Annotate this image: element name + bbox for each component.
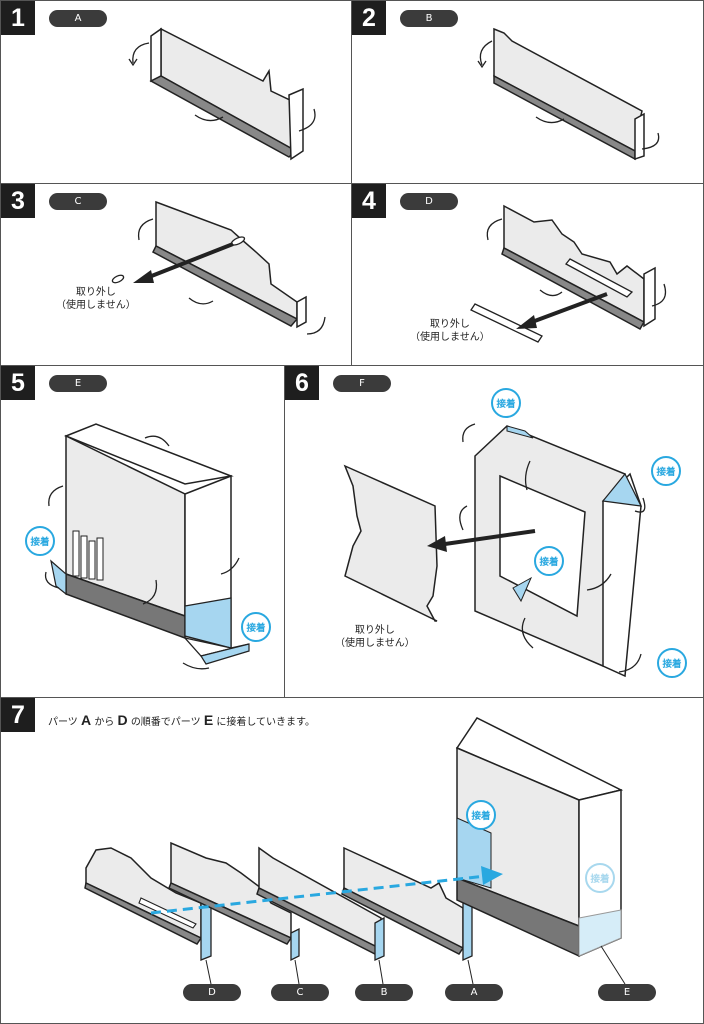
part-label-c: C [271,984,329,1001]
part-label-b: B [355,984,413,1001]
instruction-part-a: A [81,712,92,728]
part-label: C [49,193,107,210]
removal-note: 取り外し （使用しません） [56,287,136,311]
part-label-e: E [598,984,656,1001]
glue-badge: 接着 [25,526,55,556]
step-number: 4 [352,184,386,218]
removal-note: 取り外し （使用しません） [410,319,490,343]
part-label: E [49,375,107,392]
step-5-panel: 5 E 接着 接着 [0,365,285,698]
glue-badge: 接着 [466,800,496,830]
removal-note: 取り外し （使用しません） [335,625,415,649]
step-number: 5 [1,366,35,400]
step-3-panel: 3 C 取り外し （使用しません） [0,183,352,366]
part-label: F [333,375,391,392]
step-number: 1 [1,1,35,35]
step-2-panel: 2 B [351,0,704,184]
instruction-text: から [94,717,115,728]
step-1-panel: 1 A [0,0,352,184]
step-number: 6 [285,366,319,400]
part-label-a: A [445,984,503,1001]
part-c-illustration [111,200,326,335]
step-number: 7 [1,698,35,732]
instruction-text: に接着していきます。 [216,717,316,728]
instruction-text: パーツ [48,717,78,728]
part-label: D [400,193,458,210]
glue-badge: 接着 [657,648,687,678]
part-label-d: D [183,984,241,1001]
step-number: 3 [1,184,35,218]
step-7-panel: 7 接着 接着 [0,697,704,1024]
part-label: A [49,10,107,27]
instruction-text: の順番でパーツ [130,717,201,728]
assembly-illustration [84,717,626,985]
part-label: B [400,10,458,27]
glue-badge: 接着 [585,863,615,893]
step-4-panel: 4 D 取り外し （使用しません） [351,183,704,366]
instruction-part-e: E [203,712,214,728]
part-a-illustration [128,27,316,161]
glue-badge: 接着 [491,388,521,418]
part-d-illustration [470,204,667,343]
step-number: 2 [352,1,386,35]
step-6-panel: 6 F 接着 接着 接着 接着 取り外し （使用しません） [284,365,704,698]
glue-badge: 接着 [241,612,271,642]
glue-badge: 接着 [534,546,564,576]
glue-badge: 接着 [651,456,681,486]
instruction-part-d: D [117,712,128,728]
part-b-illustration [477,27,660,161]
part-e-illustration [44,423,250,670]
assembly-instruction: パーツ A から D の順番でパーツ E に接着していきます。 [48,712,315,728]
